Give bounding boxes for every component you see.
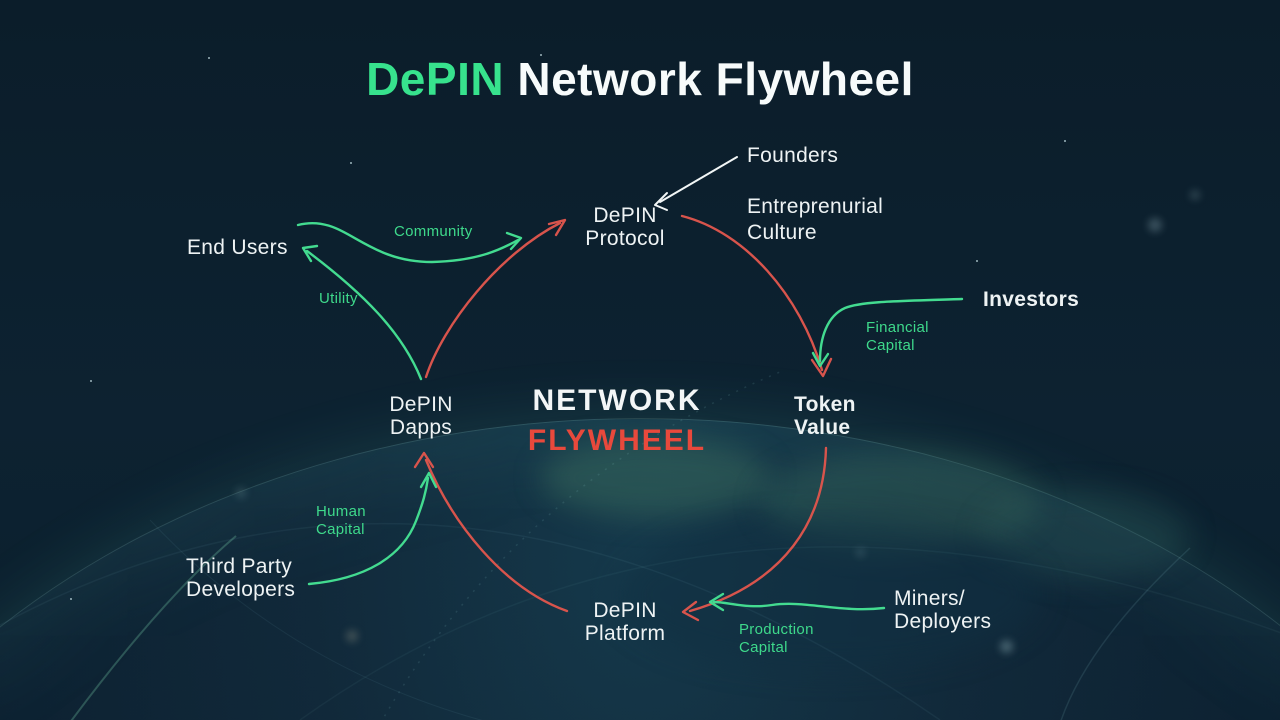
node-miners-deployers: Miners/ Deployers [894,587,992,633]
hub-label: NETWORK FLYWHEEL [528,384,706,458]
continent-blob [620,520,1040,670]
hub-flywheel-text: FLYWHEEL [527,424,707,457]
node-depin-platform: DePIN Platform [584,599,666,645]
arrow-production-capital-miners-to-platform [708,592,886,612]
arrow-human-capital-developers-to-dapps [307,471,438,586]
node-end-users: End Users [187,236,288,259]
arrow-financial-capital-investors-to-token-value [811,297,964,368]
star [1064,140,1066,142]
node-founders: Founders [747,144,839,167]
star [208,57,210,59]
arrow-founders-to-protocol [654,156,738,211]
arrow-utility-dapps-to-end-users [301,244,423,381]
arrow-protocol-to-token-value [680,214,833,378]
node-investors: Investors [983,288,1080,311]
star [70,598,72,600]
glow-dot [856,548,865,557]
arrow-dapps-to-protocol [424,218,567,379]
node-token-value: Token Value [794,393,856,439]
glow-dot [236,488,246,498]
node-entrepreneurial-culture: Entreprenurial Culture [747,195,884,244]
arrow-community-end-users-to-protocol [296,222,523,264]
star [90,380,92,382]
flow-label-production-capital: Production Capital [739,621,814,656]
flow-label-community: Community [394,223,473,240]
flow-label-utility: Utility [319,290,358,307]
glow-dot [1148,218,1162,232]
glow-dot [1190,190,1200,200]
flow-label-financial-capital: Financial Capital [866,319,929,354]
star [540,54,542,56]
title-rest: Network Flywheel [504,53,914,105]
arrow-token-value-to-platform [681,446,828,622]
hub-network-text: NETWORK [532,384,702,417]
star [976,260,978,262]
node-third-party-developers: Third Party Developers [186,555,296,601]
node-depin-protocol: DePIN Protocol [585,204,665,250]
flow-label-human-capital: Human Capital [316,503,366,538]
star [350,162,352,164]
glow-dot [346,630,358,642]
continent-blob [540,438,770,518]
glow-dot [1000,640,1013,653]
title-highlight: DePIN [366,53,505,105]
page-title: DePIN Network Flywheel [0,52,1280,106]
node-depin-dapps: DePIN Dapps [389,393,453,439]
arrow-platform-to-dapps [413,451,569,613]
